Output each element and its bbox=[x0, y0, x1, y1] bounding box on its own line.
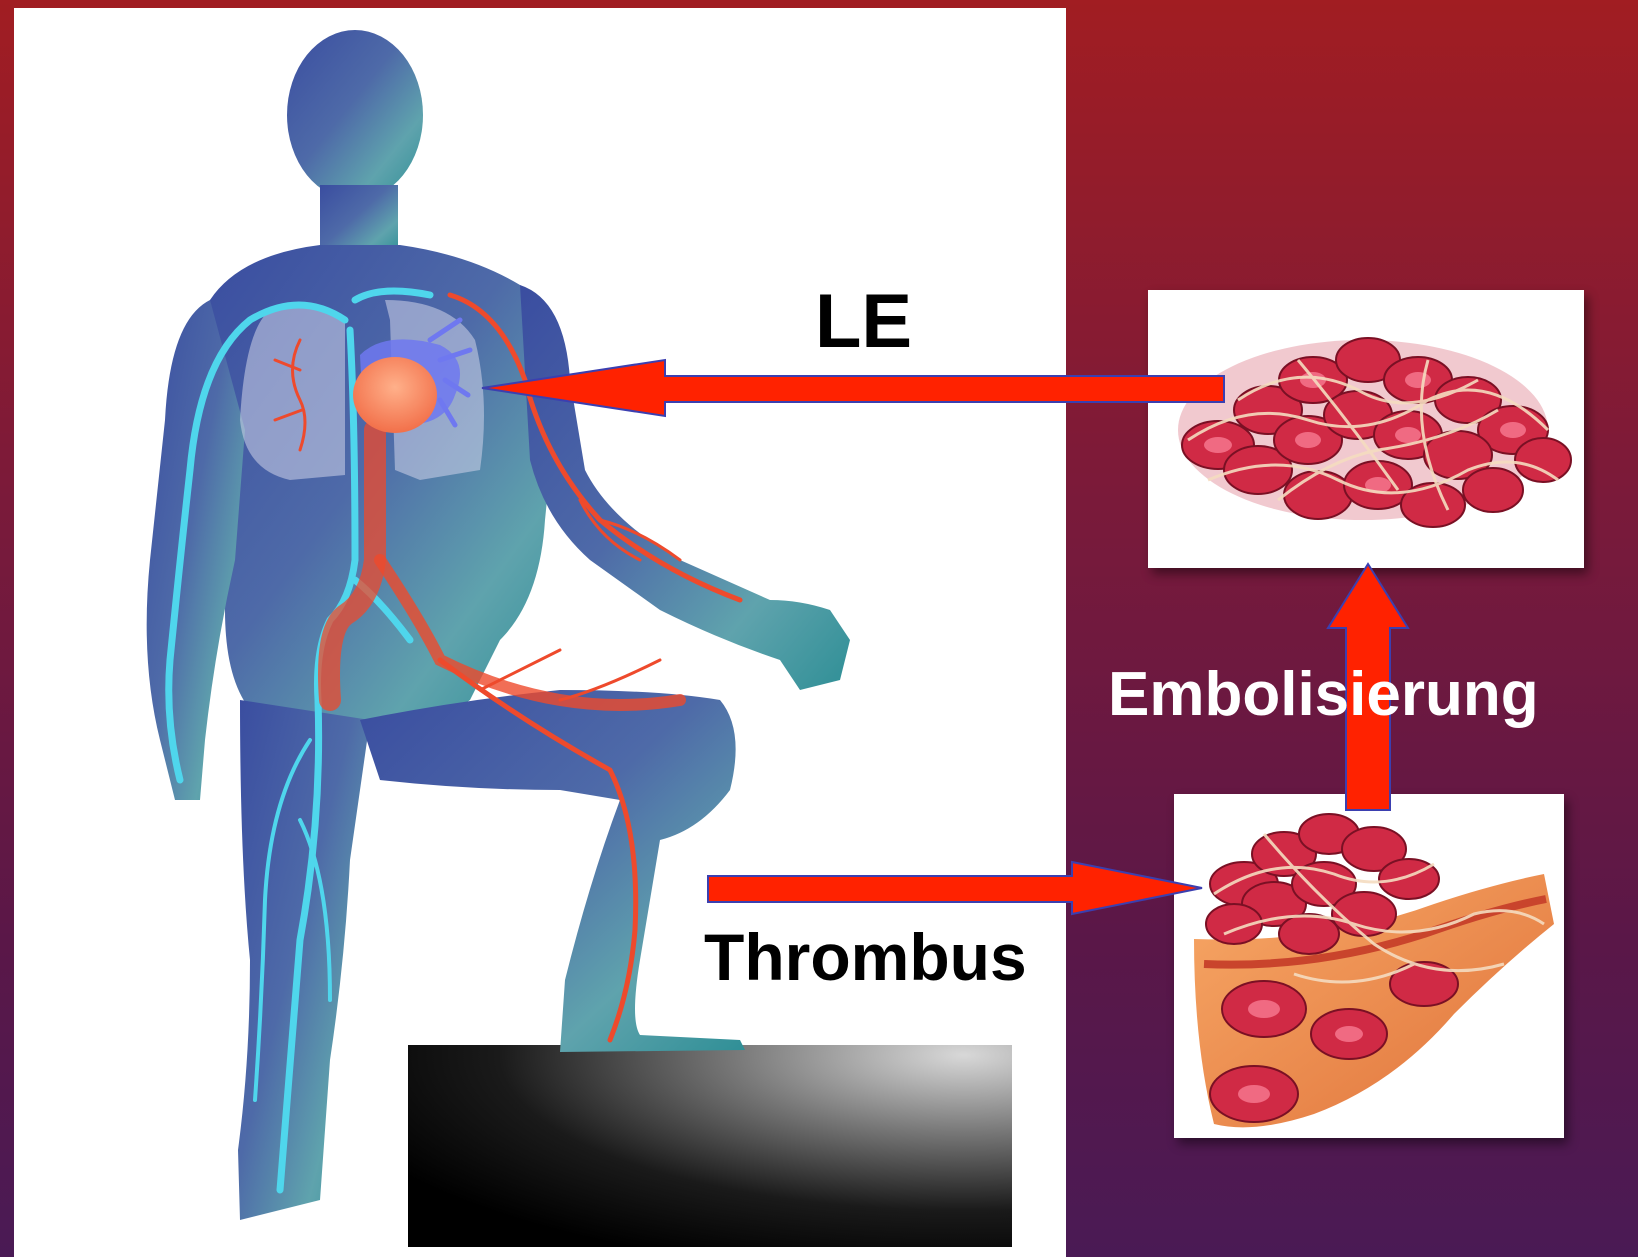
label-le: LE bbox=[815, 284, 912, 360]
label-thrombus: Thrombus bbox=[704, 924, 1027, 990]
thrombus-arrow bbox=[708, 862, 1202, 914]
label-embolisierung: Embolisierung bbox=[1108, 664, 1539, 726]
le-arrow bbox=[482, 360, 1224, 416]
